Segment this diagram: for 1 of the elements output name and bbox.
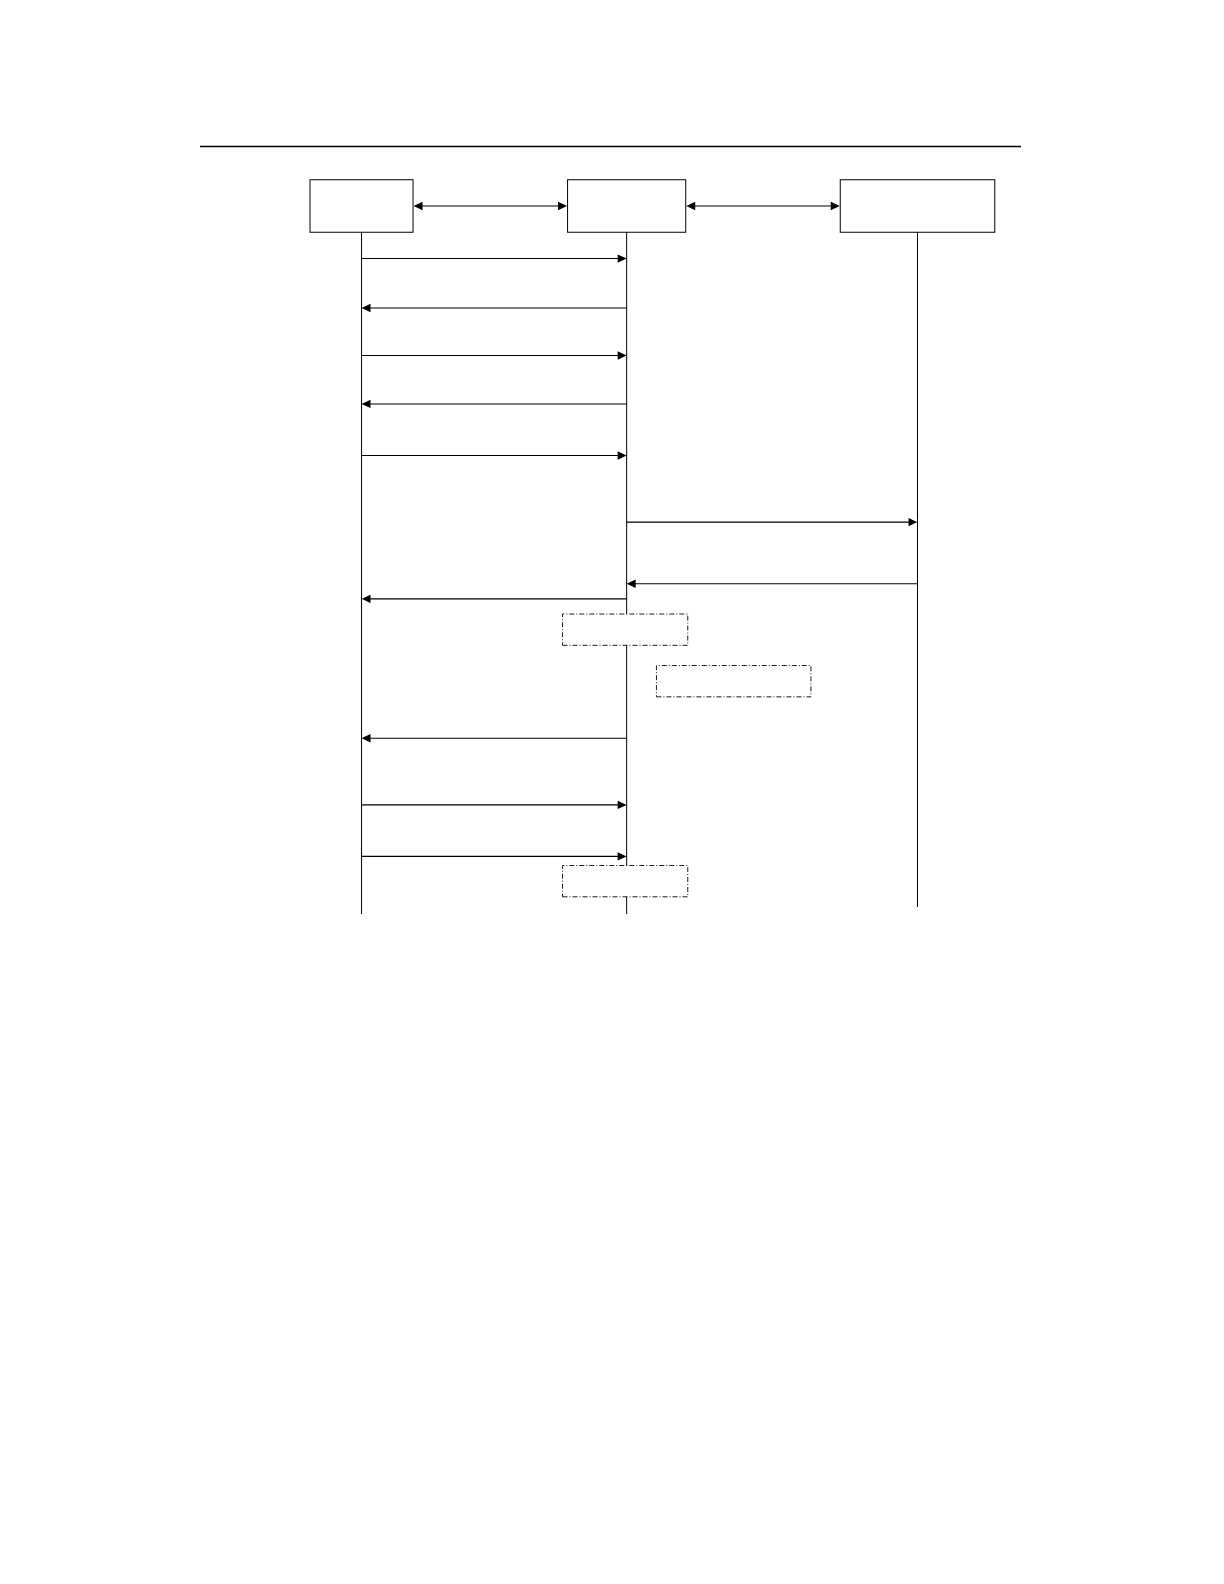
note-box — [656, 665, 812, 698]
